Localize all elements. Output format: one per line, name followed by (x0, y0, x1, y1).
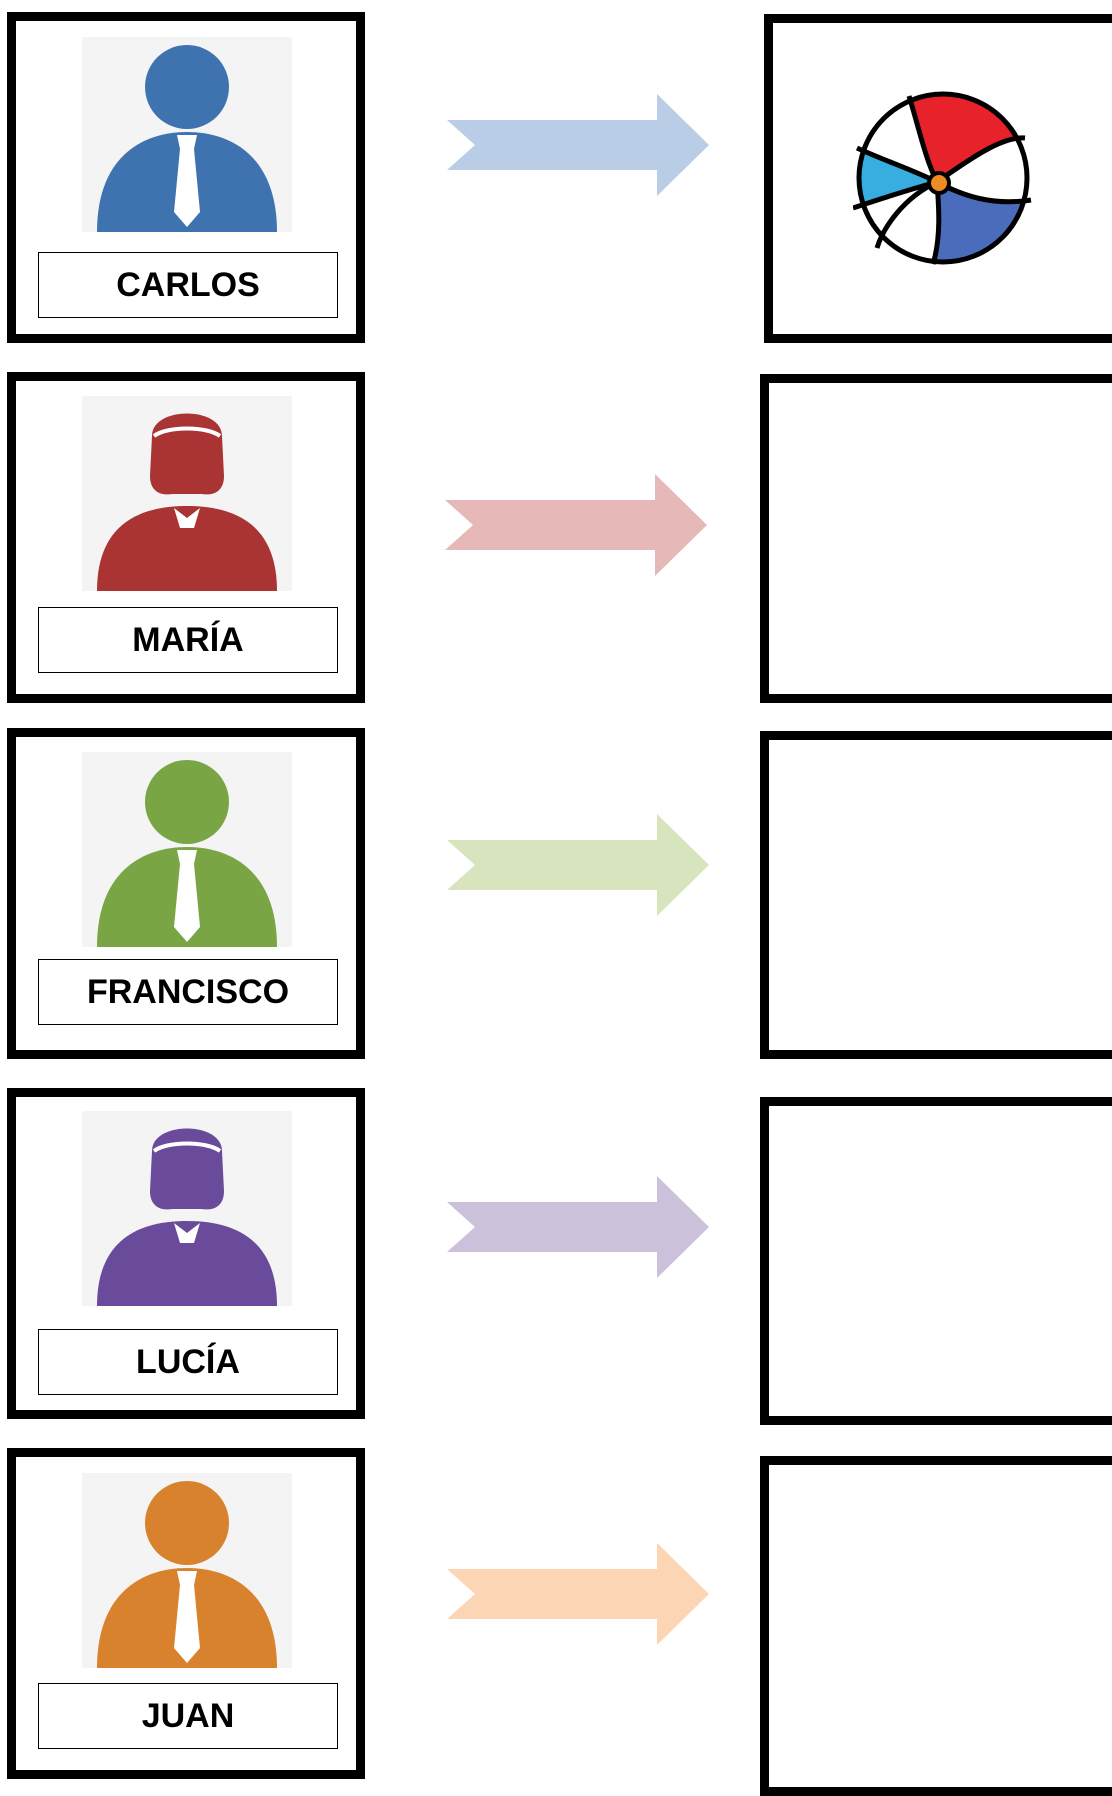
boy-icon (82, 752, 292, 947)
arrow-right-icon (445, 474, 707, 576)
boy-icon (82, 1473, 292, 1668)
girl-icon (82, 1111, 292, 1306)
person-name-label: FRANCISCO (38, 959, 338, 1025)
arrow-right-icon (447, 1543, 709, 1645)
answer-box[interactable] (764, 14, 1112, 343)
person-card-maria: MARÍA (7, 372, 365, 703)
arrow-right-icon (447, 1176, 709, 1278)
person-name-label: JUAN (38, 1683, 338, 1749)
answer-box[interactable] (760, 374, 1112, 703)
girl-icon (82, 396, 292, 591)
answer-box[interactable] (760, 1456, 1112, 1796)
person-card-carlos: CARLOS (7, 12, 365, 343)
arrow-right-icon (447, 94, 709, 196)
person-name-label: MARÍA (38, 607, 338, 673)
person-name-label: LUCÍA (38, 1329, 338, 1395)
answer-box[interactable] (760, 731, 1112, 1059)
person-card-francisco: FRANCISCO (7, 728, 365, 1059)
answer-box[interactable] (760, 1097, 1112, 1425)
beach-ball-icon (853, 91, 1032, 265)
boy-icon (82, 37, 292, 232)
arrow-right-icon (447, 814, 709, 916)
person-name-label: CARLOS (38, 252, 338, 318)
person-card-juan: JUAN (7, 1448, 365, 1779)
person-card-lucia: LUCÍA (7, 1088, 365, 1419)
